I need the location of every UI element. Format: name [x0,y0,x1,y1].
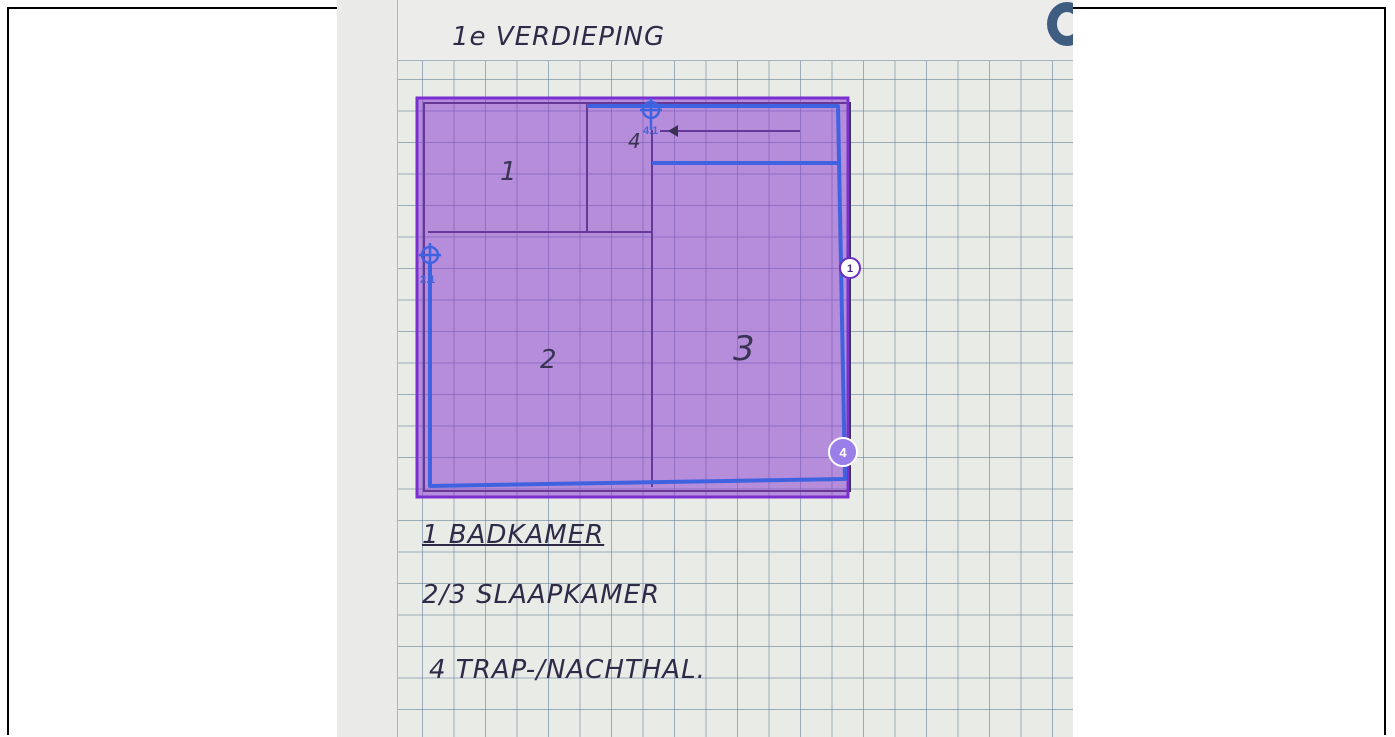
sketch-title: 1e VERDIEPING [452,22,666,52]
marker-1-label: 1 [847,263,853,275]
room-number-2: 2 [540,345,557,375]
legend-item-1: 1 BADKAMER [422,520,605,550]
room-number-3: 3 [733,329,755,369]
blue-line-annotation[interactable] [428,104,847,488]
marker-4-label: 4 [839,445,847,460]
legend-item-2: 2/3 SLAAPKAMER [422,580,661,610]
anchor-label-top: 4.1 [643,125,658,137]
anchor-handle-left[interactable] [419,243,441,276]
paper-margin [337,0,398,737]
anchor-handle-top[interactable] [640,98,662,130]
legend-item-3: 4 TRAP-/NACHTHAL. [429,655,706,685]
room-number-1: 1 [500,157,517,187]
notebook-logo-mark [1047,2,1073,46]
paper-header-band [337,0,1073,61]
region-polygon[interactable] [415,96,850,499]
anchor-label-left: 2.1 [420,274,435,286]
marker-1[interactable]: 1 [839,257,861,279]
marker-4[interactable]: 4 [828,437,858,467]
arrow-icon [668,125,678,137]
room-number-4: 4 [628,129,641,153]
